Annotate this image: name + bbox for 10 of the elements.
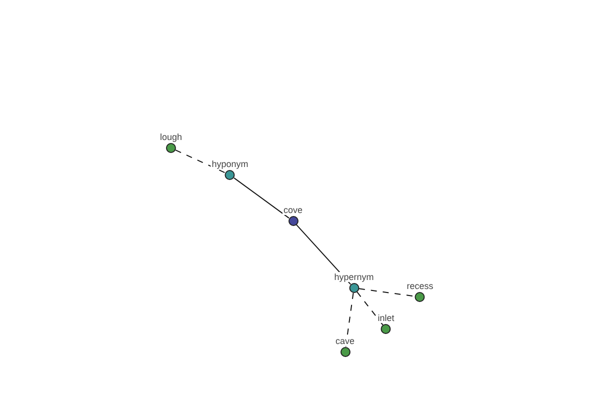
node-label: cove (282, 205, 304, 215)
node-label: lough (158, 132, 184, 142)
dashed-line (175, 150, 226, 174)
dashed-line (356, 291, 384, 326)
node-label: inlet (376, 313, 396, 323)
node-label: recess (406, 281, 434, 291)
node-label: hypernym (333, 272, 375, 282)
node-label: hyponym (210, 159, 250, 169)
connector-line (234, 177, 290, 219)
node-label: cave (334, 336, 356, 346)
